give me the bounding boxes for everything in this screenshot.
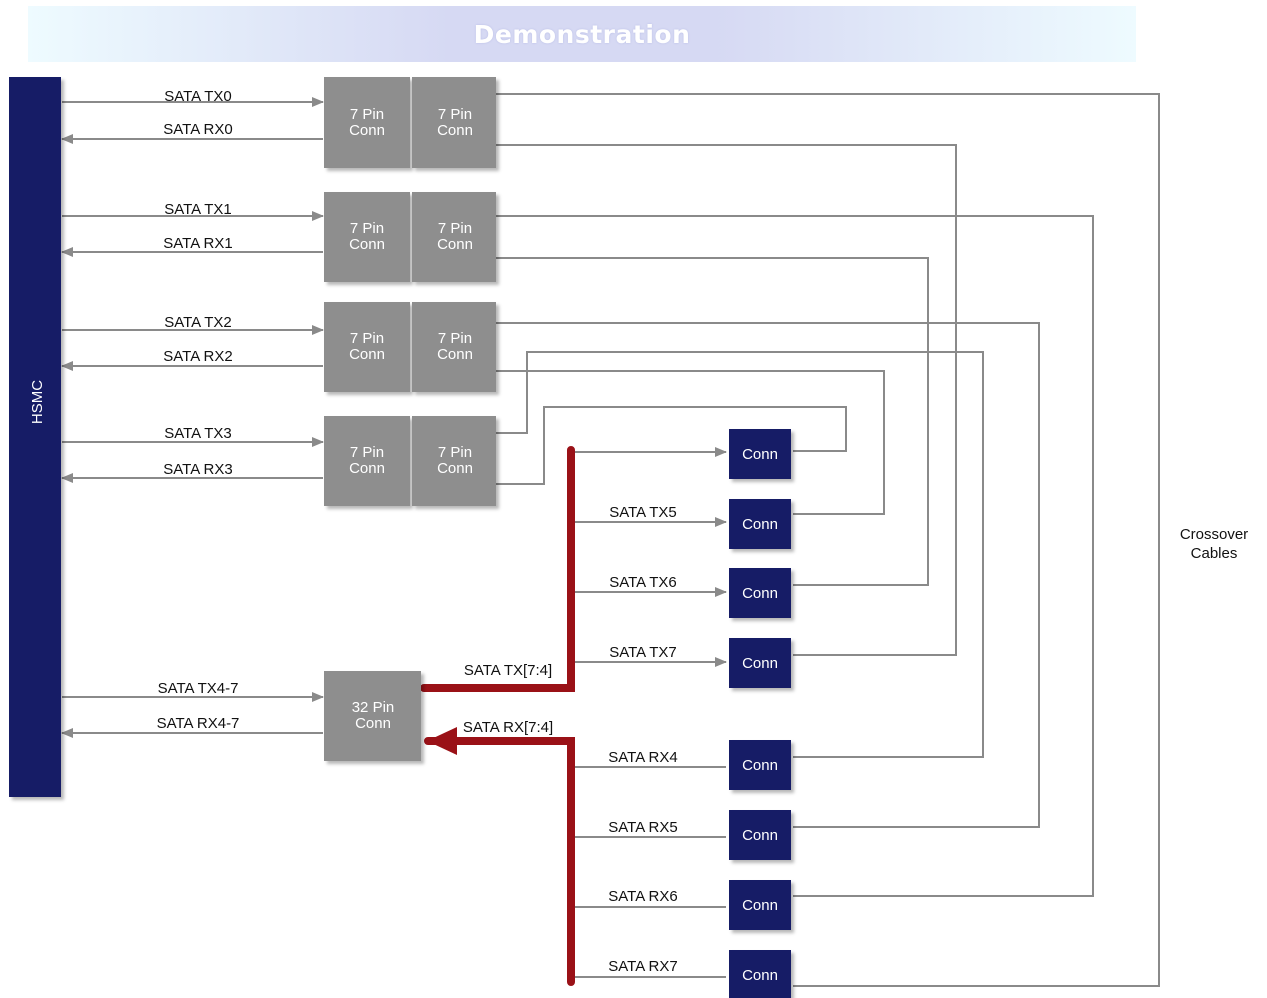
conn7-block	[324, 192, 410, 282]
conn32-labels: 32 Pin Conn	[352, 699, 395, 732]
conn7-text: Conn	[437, 122, 473, 139]
conn7-text: Conn	[349, 122, 385, 139]
conn7-text: 7 Pin	[350, 330, 384, 347]
label-sata-rx6: SATA RX6	[608, 888, 677, 905]
hsmc-links	[61, 97, 324, 738]
label-sata-rx0: SATA RX0	[163, 121, 232, 138]
conn-rx4	[729, 740, 791, 790]
conn-pair-1	[324, 192, 496, 282]
label-sata-tx7: SATA TX7	[609, 644, 677, 661]
label-sata-tx4-7: SATA TX4-7	[158, 680, 239, 697]
label-sata-tx6: SATA TX6	[609, 574, 677, 591]
label-sata-tx3: SATA TX3	[164, 425, 232, 442]
conn7-block	[324, 302, 410, 392]
cable-rx1-to-tx6	[496, 257, 929, 586]
cable-tx2-to-rx5	[496, 322, 1040, 828]
hsmc-block	[9, 77, 61, 797]
conn-pair-0	[324, 77, 496, 168]
conn7-block	[412, 77, 496, 168]
conn-text: Conn	[742, 446, 778, 463]
label-sata-rx1: SATA RX1	[163, 235, 232, 252]
label-sata-rx2: SATA RX2	[163, 348, 232, 365]
conn7-block	[412, 416, 496, 506]
crossover-wires	[496, 93, 1160, 987]
crossover-label: Crossover	[1180, 526, 1248, 543]
label-sata-rx4: SATA RX4	[608, 749, 677, 766]
label-sata-tx2: SATA TX2	[164, 314, 232, 331]
conn-text: Conn	[742, 827, 778, 844]
conn7-text: 7 Pin	[438, 220, 472, 237]
bus-tx	[420, 446, 575, 692]
conn-rx5	[729, 810, 791, 860]
conn-pair-3	[324, 416, 496, 506]
conn7-text: 7 Pin	[438, 106, 472, 123]
conn7-text: Conn	[437, 460, 473, 477]
page-title: Demonstration	[473, 20, 691, 49]
conn-tx7	[729, 638, 791, 688]
conn7-text: 7 Pin	[438, 330, 472, 347]
conn7-text: Conn	[349, 460, 385, 477]
title-banner: Demonstration	[28, 6, 1136, 62]
conn32-text: 32 Pin	[352, 699, 395, 716]
bus-rx	[424, 727, 575, 986]
conn7-text: Conn	[349, 346, 385, 363]
cable-rx0-to-tx7	[496, 144, 957, 656]
conn7-text: Conn	[437, 236, 473, 253]
label-bus-tx: SATA TX[7:4]	[464, 662, 552, 679]
conn-rx7	[729, 950, 791, 998]
conn-text: Conn	[742, 655, 778, 672]
cable-tx3-to-rx4	[496, 351, 984, 758]
label-bus-rx: SATA RX[7:4]	[463, 719, 553, 736]
conn-text: Conn	[742, 516, 778, 533]
cable-tx0-to-rx7	[496, 93, 1160, 987]
conn7-text: Conn	[437, 346, 473, 363]
label-sata-tx1: SATA TX1	[164, 201, 232, 218]
conn-pair-2	[324, 302, 496, 392]
conn-tx5	[729, 499, 791, 549]
cable-rx3-to-tx4	[496, 406, 847, 485]
small-conn-labels: Conn Conn Conn Conn Conn Conn Conn Conn	[742, 446, 778, 984]
conn32-block	[324, 671, 421, 761]
conn-rx6	[729, 880, 791, 930]
label-sata-tx0: SATA TX0	[164, 88, 232, 105]
conn-tx4	[729, 429, 791, 479]
conn7-block	[412, 192, 496, 282]
conn7-labels: 7 Pin Conn 7 Pin Conn 7 Pin Conn 7 Pin C…	[349, 106, 473, 477]
conn7-block	[324, 416, 410, 506]
conn7-text: 7 Pin	[350, 444, 384, 461]
conn7-block	[412, 302, 496, 392]
conn7-text: 7 Pin	[350, 106, 384, 123]
conn7-block	[324, 77, 410, 168]
conn-tx6	[729, 568, 791, 618]
small-conns	[729, 429, 791, 998]
label-sata-tx5: SATA TX5	[609, 504, 677, 521]
sata-buses	[420, 446, 575, 986]
hsmc-label: HSMC	[29, 380, 46, 424]
crossover-label: Cables	[1191, 545, 1238, 562]
label-sata-rx5: SATA RX5	[608, 819, 677, 836]
conn-text: Conn	[742, 585, 778, 602]
label-sata-rx4-7: SATA RX4-7	[157, 715, 240, 732]
cable-tx1-to-rx6	[496, 215, 1094, 897]
signal-labels: SATA TX0 SATA RX0 SATA TX1 SATA RX1 SATA…	[157, 88, 1249, 975]
label-sata-rx7: SATA RX7	[608, 958, 677, 975]
conn32-text: Conn	[355, 715, 391, 732]
cable-rx2-to-tx5	[496, 370, 885, 515]
conn-text: Conn	[742, 967, 778, 984]
conn7-text: Conn	[349, 236, 385, 253]
conn-text: Conn	[742, 897, 778, 914]
bus-branches	[572, 447, 727, 978]
conn-text: Conn	[742, 757, 778, 774]
label-sata-rx3: SATA RX3	[163, 461, 232, 478]
conn7-text: 7 Pin	[350, 220, 384, 237]
conn7-text: 7 Pin	[438, 444, 472, 461]
